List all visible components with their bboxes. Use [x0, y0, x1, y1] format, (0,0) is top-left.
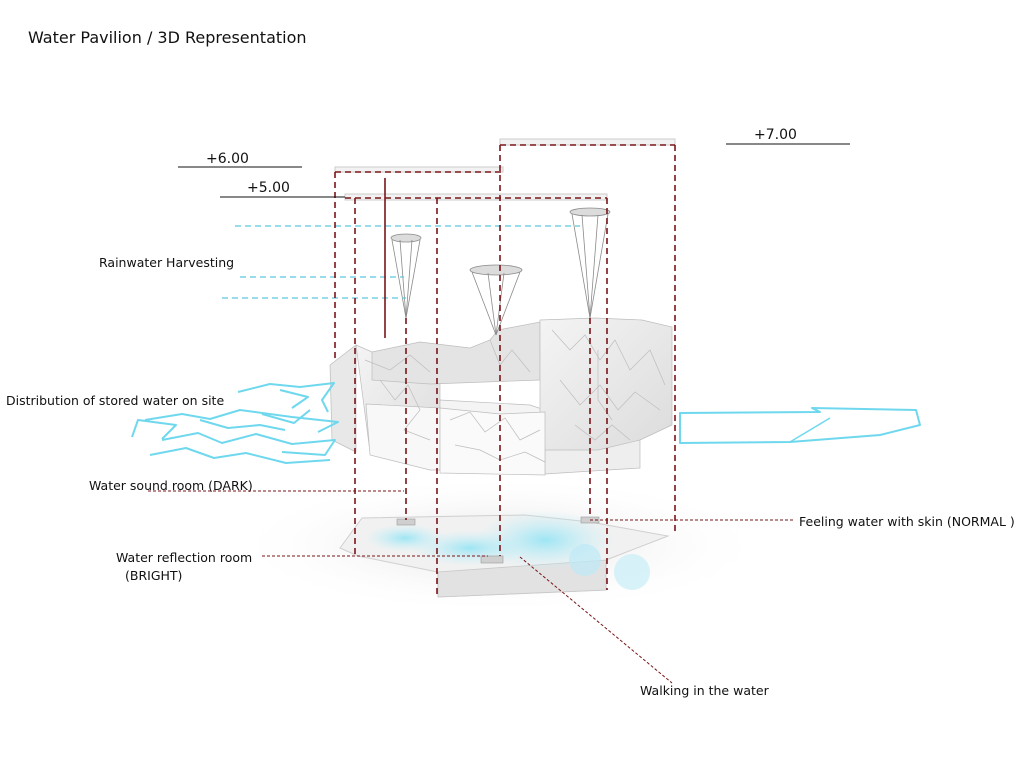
label-reflection-room: Water reflection room	[116, 550, 253, 565]
leader-lines	[148, 490, 795, 684]
faceted-walls	[329, 317, 673, 476]
label-water-sound-room: Water sound room (DARK)	[89, 478, 253, 493]
level-marker-7: +7.00	[754, 127, 797, 143]
label-reflection-bright: (BRIGHT)	[125, 568, 183, 583]
label-walking: Walking in the water	[640, 683, 769, 698]
level-marker-6: +6.00	[206, 151, 249, 167]
level-marker-5: +5.00	[247, 180, 290, 196]
page-title: Water Pavilion / 3D Representation	[28, 28, 307, 47]
water-network-right	[679, 407, 921, 444]
water-network-left	[131, 382, 339, 464]
label-feeling-water: Feeling water with skin (NORMAL )	[799, 514, 1015, 529]
level-lines	[178, 143, 850, 198]
dashed-frame	[334, 144, 676, 597]
rain-lines	[222, 225, 580, 299]
label-distribution: Distribution of stored water on site	[6, 393, 225, 408]
label-rainwater-harvesting: Rainwater Harvesting	[99, 255, 235, 270]
water-network-right-inner	[789, 417, 831, 443]
rain-funnels	[390, 207, 611, 336]
roof-slabs	[334, 138, 676, 201]
